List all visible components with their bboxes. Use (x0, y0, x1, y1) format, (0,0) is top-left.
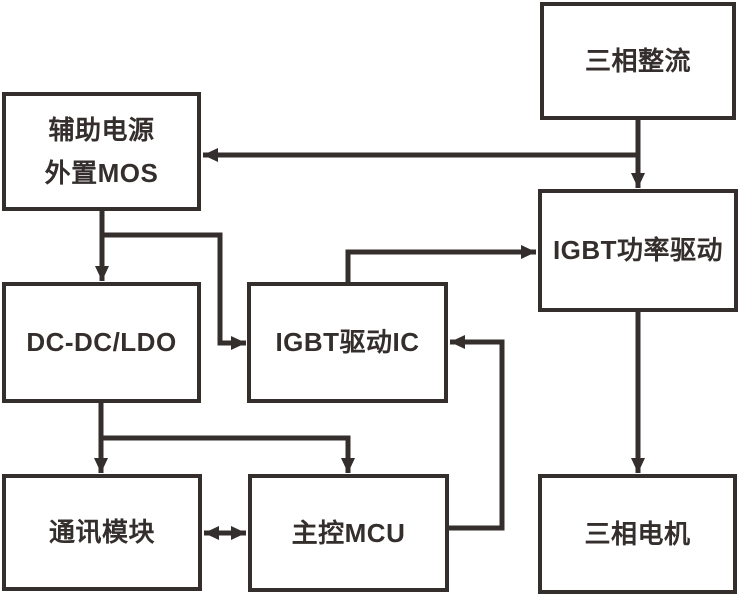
node-three-phase-rectifier-label: 三相整流 (584, 45, 691, 76)
node-igbt-driver-ic: IGBT驱动IC (247, 282, 448, 403)
node-comm-module: 通讯模块 (2, 474, 202, 591)
node-comm-module-label: 通讯模块 (48, 517, 155, 548)
node-igbt-driver-ic-label: IGBT驱动IC (275, 327, 420, 358)
node-three-phase-rectifier: 三相整流 (540, 2, 736, 120)
node-three-phase-motor: 三相电机 (538, 474, 737, 594)
node-main-mcu: 主控MCU (248, 474, 449, 592)
node-dc-dc-ldo: DC-DC/LDO (2, 282, 201, 403)
edge-dc-dc-ldo-to-main-mcu (101, 435, 355, 473)
node-main-mcu-label: 主控MCU (291, 517, 406, 548)
node-igbt-power-drive: IGBT功率驱动 (538, 189, 738, 312)
node-aux-power-label-line2: 外置MOS (44, 157, 159, 188)
edge-main-mcu-to-igbt-driver-ic (449, 335, 505, 531)
node-igbt-power-drive-label: IGBT功率驱动 (552, 235, 724, 266)
node-aux-power-external-mos: 辅助电源 外置MOS (2, 92, 201, 211)
edge-igbt-driver-ic-to-igbt-power-drive (345, 245, 536, 283)
node-aux-power-label-line1: 辅助电源 (48, 115, 155, 146)
node-three-phase-motor-label: 三相电机 (584, 518, 691, 549)
node-dc-dc-ldo-label: DC-DC/LDO (26, 327, 177, 358)
